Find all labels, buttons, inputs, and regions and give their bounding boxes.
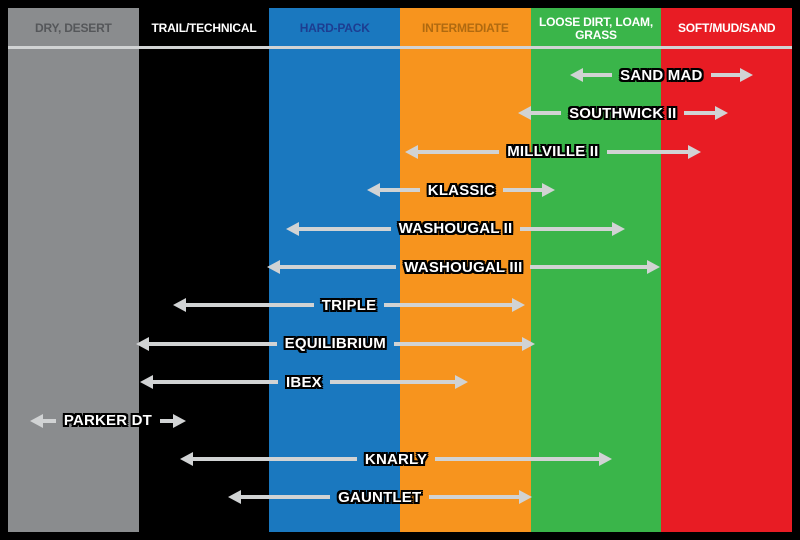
arrow-right-icon [172, 413, 186, 428]
arrow-shaft [43, 418, 56, 423]
arrow-right-icon [542, 183, 556, 198]
arrow-shaft [684, 111, 715, 116]
tire-name-label: MILLVILLE II [507, 143, 599, 161]
tire-range-sand-mad: SAND MAD [569, 64, 753, 86]
arrow-shaft [530, 111, 562, 116]
tire-name-label: PARKER DT [63, 412, 153, 430]
tire-name-label: SAND MAD [620, 66, 703, 84]
arrow-shaft [429, 495, 519, 500]
tire-range-parker-dt: PARKER DT [30, 410, 186, 432]
tire-range-millville-ii: MILLVILLE II [405, 141, 701, 163]
arrow-right-icon [687, 144, 701, 159]
arrow-right-icon [598, 452, 612, 466]
terrain-columns: DRY, DESERT TRAIL/TECHNICAL HARD-PACK IN… [8, 8, 792, 532]
arrow-left-icon [367, 183, 381, 198]
arrow-shaft [160, 418, 173, 423]
arrow-shaft [185, 303, 314, 308]
column-trail-technical: TRAIL/TECHNICAL [138, 8, 270, 532]
arrow-right-icon [512, 298, 526, 313]
tire-range-equilibrium: EQUILIBRIUM [136, 333, 535, 355]
arrow-left-icon [227, 490, 241, 505]
tire-name-label: EQUILIBRIUM [284, 335, 386, 353]
arrow-right-icon [739, 68, 753, 82]
tire-range-triple: TRIPLE [172, 294, 526, 316]
column-header-dry-desert: DRY, DESERT [34, 21, 112, 36]
column-loose-dirt-loam-grass: LOOSE DIRT, LOAM, GRASS [530, 8, 662, 532]
arrow-left-icon [517, 106, 531, 121]
column-header-hard-pack: HARD-PACK [299, 21, 370, 36]
column-header-soft-mud-sand: SOFT/MUD/SAND [677, 21, 776, 36]
arrow-left-icon [136, 336, 150, 351]
arrow-right-icon [454, 375, 468, 390]
tire-range-washougal-ii: WASHOUGAL II [286, 218, 625, 240]
arrow-right-icon [521, 336, 535, 351]
arrow-right-icon [611, 221, 625, 236]
arrow-right-icon [518, 490, 532, 505]
arrow-shaft [329, 380, 455, 385]
arrow-left-icon [286, 221, 300, 236]
tire-range-ibex: IBEX [139, 371, 468, 393]
arrow-shaft [520, 226, 612, 231]
tire-name-label: IBEX [286, 373, 322, 391]
arrow-shaft [435, 457, 599, 461]
arrow-shaft [384, 303, 513, 308]
arrow-right-icon [647, 260, 661, 274]
tire-name-label: WASHOUGAL III [404, 258, 523, 276]
arrow-shaft [380, 188, 420, 193]
chart-board: DRY, DESERT TRAIL/TECHNICAL HARD-PACK IN… [8, 8, 792, 532]
tire-name-label: KLASSIC [427, 181, 496, 199]
header-divider [8, 46, 792, 49]
column-header-intermediate: INTERMEDIATE [421, 21, 509, 36]
arrow-shaft [152, 380, 279, 385]
tire-name-label: KNARLY [364, 450, 428, 468]
arrow-shaft [606, 149, 688, 154]
column-header-trail-technical: TRAIL/TECHNICAL [151, 21, 257, 36]
arrow-shaft [299, 226, 391, 231]
arrow-shaft [530, 265, 648, 269]
tire-name-label: SOUTHWICK II [569, 104, 677, 122]
arrow-shaft [418, 149, 500, 154]
arrow-shaft [394, 341, 522, 346]
arrow-left-icon [180, 452, 194, 466]
arrow-shaft [710, 73, 740, 77]
arrow-left-icon [172, 298, 186, 313]
column-intermediate: INTERMEDIATE [400, 8, 531, 532]
arrow-left-icon [139, 375, 153, 390]
tire-range-southwick-ii: SOUTHWICK II [517, 102, 728, 124]
arrow-shaft [279, 265, 397, 269]
arrow-left-icon [266, 260, 280, 274]
arrow-right-icon [714, 106, 728, 121]
arrow-shaft [503, 188, 543, 193]
column-soft-mud-sand: SOFT/MUD/SAND [661, 8, 792, 532]
tire-range-knarly: KNARLY [180, 448, 612, 470]
arrow-layer: SAND MAD SOUTHWICK II MILLVILLE II [8, 8, 792, 532]
arrow-shaft [193, 457, 357, 461]
tire-name-label: TRIPLE [321, 296, 377, 314]
arrow-shaft [149, 341, 277, 346]
arrow-shaft [240, 495, 331, 500]
arrow-left-icon [405, 144, 419, 159]
tire-name-label: GAUNTLET [338, 488, 422, 506]
tire-range-washougal-iii: WASHOUGAL III [266, 256, 661, 278]
column-hard-pack: HARD-PACK [269, 8, 401, 532]
arrow-left-icon [569, 68, 583, 82]
column-dry-desert: DRY, DESERT [8, 8, 139, 532]
arrow-shaft [582, 73, 613, 77]
tire-name-label: WASHOUGAL II [398, 220, 513, 238]
tire-range-gauntlet: GAUNTLET [227, 486, 532, 508]
arrow-left-icon [30, 413, 44, 428]
tire-range-klassic: KLASSIC [367, 179, 556, 201]
column-header-loose-dirt-loam-grass: LOOSE DIRT, LOAM, GRASS [539, 14, 653, 42]
